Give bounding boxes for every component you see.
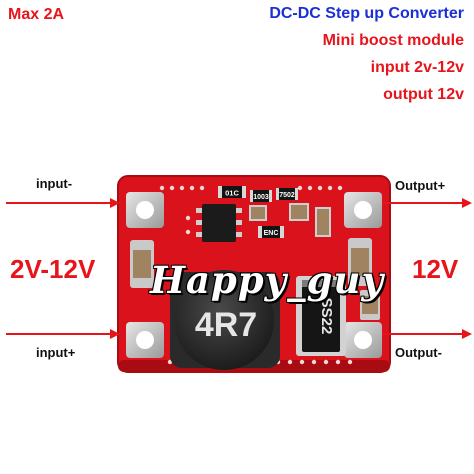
resistor-4: ENC	[258, 226, 284, 238]
svg-text:4R7: 4R7	[195, 306, 257, 344]
max-current-label: Max 2A	[8, 6, 65, 23]
subtitle-input-range: input 2v-12v	[370, 59, 464, 76]
small-cap-2	[289, 203, 309, 221]
inductor: 4R7	[170, 270, 280, 370]
input-voltage-label: 2V-12V	[10, 254, 96, 284]
svg-text:1003: 1003	[253, 194, 269, 201]
resistor-1: 01C	[218, 186, 246, 198]
schottky-diode: SS22	[296, 276, 346, 356]
label-input-negative: input-	[36, 176, 73, 191]
output-voltage-label: 12V	[412, 254, 459, 284]
subtitle-output: output 12v	[383, 86, 464, 103]
output-capacitor-2	[360, 290, 380, 320]
watermark: Happy_guy	[150, 258, 384, 302]
small-cap-1	[249, 205, 267, 221]
label-output-positive: Output+	[395, 178, 446, 193]
pad-input-negative	[126, 192, 164, 228]
svg-text:ENC: ENC	[264, 230, 279, 237]
boost-ic-chip	[196, 204, 242, 242]
pad-output-negative	[344, 322, 382, 358]
product-title: DC-DC Step up Converter	[269, 5, 464, 22]
pad-output-positive	[344, 192, 382, 228]
output-capacitor-1	[348, 238, 372, 286]
resistor-3: 7502	[276, 188, 298, 200]
pad-input-positive	[126, 322, 164, 358]
svg-text:SS22: SS22	[318, 298, 335, 335]
resistor-2: 1003	[250, 190, 272, 202]
subtitle-module: Mini boost module	[322, 32, 464, 49]
small-cap-3	[315, 207, 331, 237]
svg-text:7502: 7502	[279, 192, 295, 199]
label-input-positive: input+	[36, 345, 76, 360]
via-row-top	[159, 185, 343, 235]
input-capacitor	[130, 240, 154, 288]
label-output-negative: Output-	[395, 345, 442, 360]
svg-text:01C: 01C	[225, 189, 239, 198]
